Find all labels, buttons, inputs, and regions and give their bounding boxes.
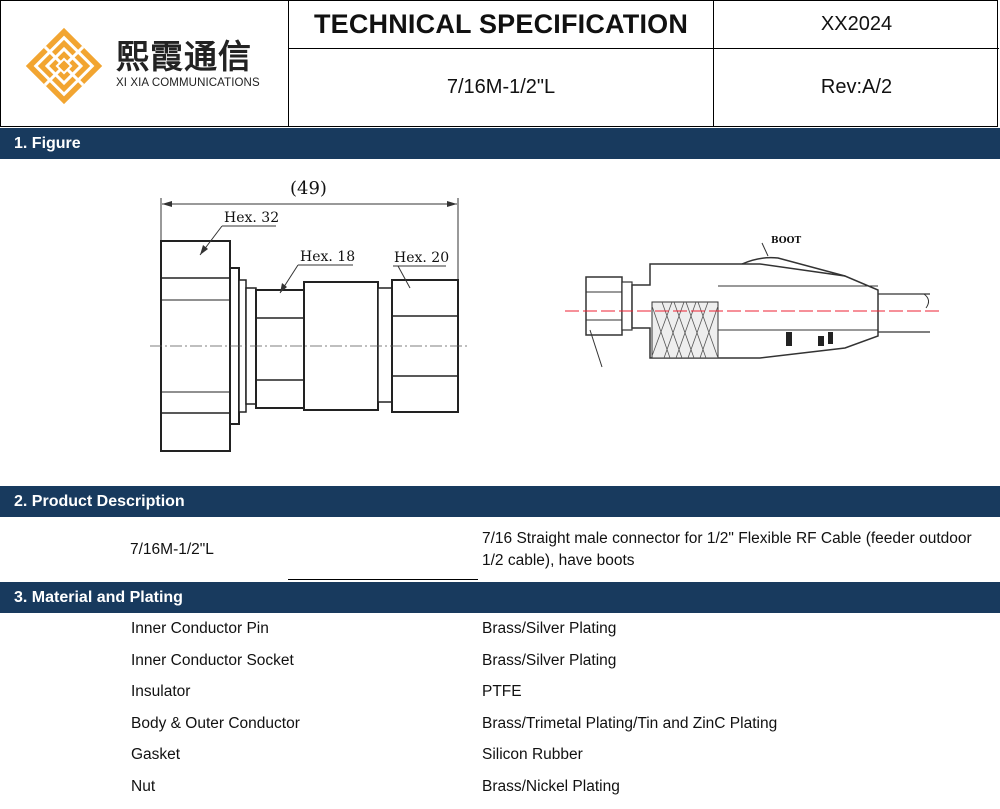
- part-name: Inner Conductor Pin: [131, 620, 269, 637]
- section-material-header: 3. Material and Plating: [0, 582, 1000, 613]
- part-name: Body & Outer Conductor: [131, 715, 300, 732]
- table-row: Inner Conductor Socket Brass/Silver Plat…: [0, 646, 1000, 677]
- hex-large-label: Hex. 32: [224, 210, 280, 226]
- company-logo-area: 熙霞通信 XI XIA COMMUNICATIONS: [1, 1, 289, 126]
- revision: Rev:A/2: [820, 76, 893, 98]
- part-material: Brass/Silver Plating: [482, 652, 617, 669]
- divider: [288, 579, 478, 580]
- part-name: Nut: [131, 778, 156, 795]
- boot-label: BOOT: [771, 236, 802, 246]
- connector-side-drawing: [150, 198, 940, 452]
- table-row: Body & Outer Conductor Brass/Trimetal Pl…: [0, 709, 1000, 740]
- part-material: Brass/Trimetal Plating/Tin and ZinC Plat…: [482, 715, 778, 732]
- company-name-en: XI XIA COMMUNICATIONS: [116, 77, 260, 89]
- part-material: PTFE: [482, 683, 522, 700]
- part-material: Brass/Silver Plating: [482, 620, 617, 637]
- description-model: 7/16M-1/2"L: [130, 541, 214, 558]
- description-text: 7/16 Straight male connector for 1/2" Fl…: [482, 530, 972, 569]
- table-row: Gasket Silicon Rubber: [0, 740, 1000, 771]
- company-logo-icon: [25, 27, 103, 105]
- hex-mid-label: Hex. 18: [300, 249, 356, 265]
- company-name-cn: 熙霞通信: [116, 37, 252, 76]
- spec-header: 熙霞通信 XI XIA COMMUNICATIONS TECHNICAL SPE…: [0, 0, 999, 127]
- part-material: Silicon Rubber: [482, 746, 583, 763]
- part-name: Gasket: [131, 746, 181, 763]
- document-number: XX2024: [820, 13, 893, 35]
- table-row: Nut Brass/Nickel Plating: [0, 772, 1000, 803]
- part-name: Insulator: [131, 683, 191, 700]
- section-figure-header: 1. Figure: [0, 128, 1000, 159]
- model-number: 7/16M-1/2"L: [446, 76, 556, 98]
- part-name: Inner Conductor Socket: [131, 652, 294, 669]
- document-title: TECHNICAL SPECIFICATION: [313, 9, 689, 39]
- part-material: Brass/Nickel Plating: [482, 778, 620, 795]
- table-row: Inner Conductor Pin Brass/Silver Plating: [0, 614, 1000, 645]
- hex-small-label: Hex. 20: [394, 250, 450, 266]
- dimension-length-label: (49): [290, 178, 327, 199]
- section-description-header: 2. Product Description: [0, 486, 1000, 517]
- table-row: Insulator PTFE: [0, 677, 1000, 708]
- figure-area: (49) Hex. 32 Hex. 18 Hex. 20 BOOT: [0, 160, 1000, 486]
